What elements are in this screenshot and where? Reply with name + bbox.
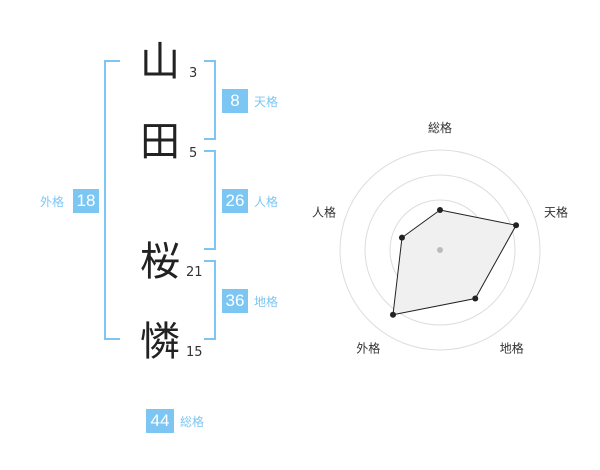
stroke-count-2: 5 <box>189 146 198 161</box>
radar-ring-3 <box>364 174 516 326</box>
radar-point-0 <box>437 207 443 213</box>
chikaku-label: 地格 <box>254 295 279 309</box>
stroke-count-3: 21 <box>186 265 203 280</box>
radar-axis-label-1: 天格 <box>544 204 568 219</box>
soukaku-label: 総格 <box>180 415 205 429</box>
tenkaku-value-badge: 8 <box>222 89 248 113</box>
radar-axis-label-3: 外格 <box>356 341 380 356</box>
radar-ring-4 <box>339 149 541 351</box>
name-char-1: 山 <box>140 39 180 85</box>
gaikaku-label: 外格 <box>40 195 65 209</box>
radar-point-1 <box>513 222 520 229</box>
name-char-3: 桜 <box>140 239 180 285</box>
jinkaku-label: 人格 <box>254 195 279 209</box>
jinkaku-bracket <box>204 150 216 250</box>
gaikaku-bracket <box>104 60 120 340</box>
name-char-2: 田 <box>140 119 180 165</box>
jinkaku-value-badge: 26 <box>222 189 248 213</box>
stroke-count-1: 3 <box>189 66 198 81</box>
chikaku-value-badge: 36 <box>222 289 248 313</box>
soukaku-value-badge: 44 <box>146 409 174 433</box>
tenkaku-label: 天格 <box>254 95 279 109</box>
radar-axis-label-0: 総格 <box>428 120 452 135</box>
radar-center <box>437 247 443 253</box>
radar-point-4 <box>398 234 405 241</box>
stroke-count-4: 15 <box>186 345 203 360</box>
chikaku-bracket <box>204 260 216 340</box>
radar-polygon <box>392 209 517 316</box>
tenkaku-bracket <box>204 60 216 140</box>
name-char-4: 憐 <box>140 319 180 365</box>
radar-axis-label-2: 地格 <box>500 341 524 356</box>
gaikaku-value-badge: 18 <box>73 189 99 213</box>
radar-axis-label-4: 人格 <box>312 204 336 219</box>
radar-point-3 <box>389 311 396 318</box>
radar-point-2 <box>472 295 479 302</box>
